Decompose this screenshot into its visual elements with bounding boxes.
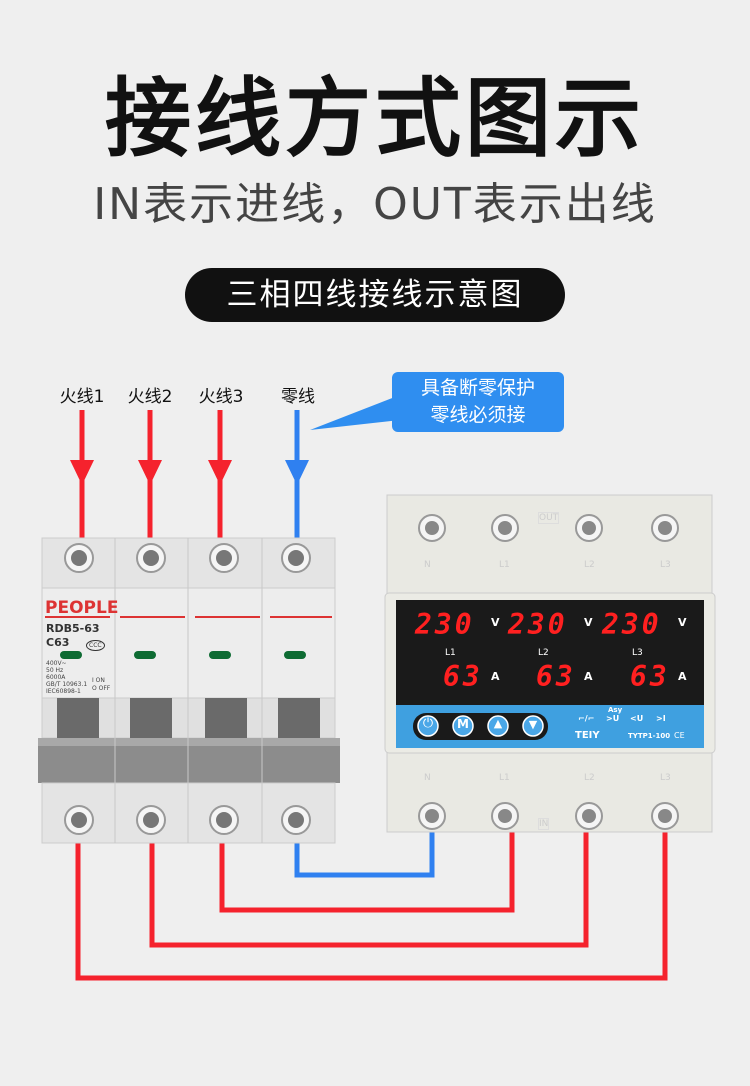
callout-tail [310,395,400,430]
breaker-model: RDB5-63 [46,622,100,635]
terminal-top-l1: L1 [499,560,510,570]
terminal-top-l2: L2 [584,560,595,570]
arrow-icons [70,460,309,485]
spec: GB/T 10963.1 [46,681,88,688]
page-title: 接线方式图示 [105,69,645,169]
mode-button[interactable]: M [457,717,469,731]
section-label: 三相四线接线示意图 [185,268,565,322]
phase-name: L2 [538,648,549,658]
terminal-bottom-l1: L1 [499,773,510,783]
callout-line1: 具备断零保护 [420,377,535,399]
wire-l1-out [219,830,515,913]
voltage-readout: 230 [602,608,662,641]
wire-l3-out [75,830,668,981]
breaker-specs: 400V~ 50 Hz 6000A GB/T 10963.1 IEC60898-… [46,660,87,695]
arrow-down-icon [70,460,94,485]
asy-label: Asy [608,706,623,714]
indicator-switch: ⌐/⌐ [578,714,595,723]
spec: 6000A [46,674,66,681]
terminal-bottom-l3: L3 [660,773,671,783]
in-label: IN [538,818,550,830]
breaker-rating: C63 [46,636,70,649]
spec: IEC60898-1 [46,688,81,695]
voltage-readout: 230 [508,608,568,641]
up-button[interactable]: ▲ [493,717,503,730]
voltage-unit: V [678,616,687,629]
callout-line2: 零线必须接 [430,404,526,426]
terminal-top-l3: L3 [660,560,671,570]
arrow-down-icon [138,460,162,485]
indicator-undervoltage: <U [630,714,644,723]
current-readout: 63 [443,660,483,693]
protector-model: TYTP1-100 [628,732,671,740]
terminal-bottom-n: N [424,773,431,783]
down-button[interactable]: ▼ [528,718,538,731]
ce-mark: CE [674,731,685,740]
terminal-top-n: N [424,560,431,570]
wire-l2-out [149,830,589,948]
current-unit: A [491,670,500,683]
ccc-mark: CCC [86,640,105,651]
wire-label-live3: 火线3 [198,387,244,407]
voltage-readout: 230 [415,608,475,641]
current-unit: A [678,670,687,683]
wire-neutral-out [294,830,435,878]
wire-label-live2: 火线2 [127,387,173,407]
voltage-unit: V [584,616,593,629]
phase-name: L1 [445,648,456,658]
current-readout: 63 [536,660,576,693]
terminal-bottom-l2: L2 [584,773,595,783]
arrow-down-icon [208,460,232,485]
current-unit: A [584,670,593,683]
subtitle: IN表示进线，OUT表示出线 [93,179,657,230]
power-button[interactable]: ⏻ [422,716,434,731]
breaker-brand: PEOPLE [45,598,119,618]
out-label: OUT [538,512,560,524]
spec: 50 Hz [46,667,64,674]
neutral-protection-callout: 具备断零保护 零线必须接 [392,372,564,432]
indicator-overcurrent: >I [656,714,666,723]
voltage-unit: V [491,616,500,629]
current-readout: 63 [630,660,670,693]
spec: 400V~ [46,660,67,667]
indicator-overvoltage: >U [606,714,620,723]
wire-label-neutral: 零线 [281,387,315,407]
phase-name: L3 [632,648,643,658]
voltage-protector [384,494,716,833]
arrow-down-icon [285,460,309,485]
protector-brand: TEIY [575,730,600,741]
off-label: O OFF [92,685,111,692]
on-label: I ON [92,677,105,684]
wire-label-live1: 火线1 [59,387,105,407]
